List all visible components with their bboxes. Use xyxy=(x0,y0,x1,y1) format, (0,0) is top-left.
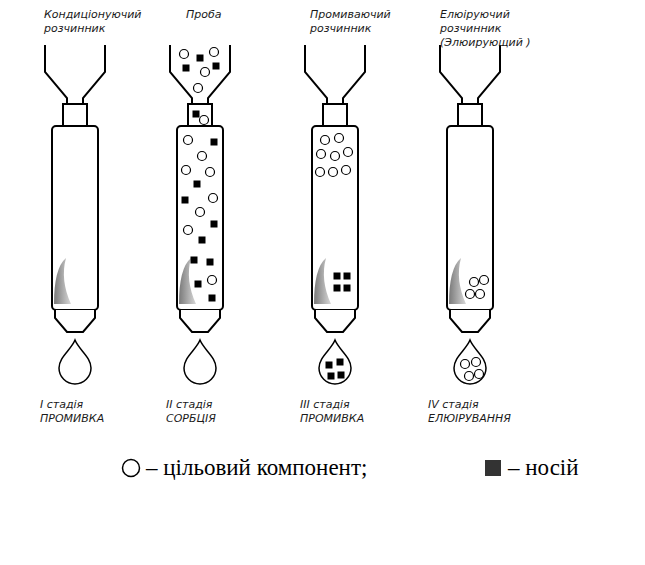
circle-symbol xyxy=(120,457,142,479)
legend-item: – цільовий компонент; xyxy=(120,455,367,481)
solvent-label: Кондиціонуючий розчинник xyxy=(44,8,144,36)
solvent-label: Елюіруючий розчинник (Элюирующий ) xyxy=(440,8,532,49)
cartridge-3 xyxy=(305,45,365,384)
stage-label: III стадія ПРОМИВКА xyxy=(300,398,380,426)
cartridge-1 xyxy=(45,45,105,384)
legend-text: – цільовий компонент; xyxy=(146,455,367,481)
stage-label: IV стадія ЕЛЮІРУВАННЯ xyxy=(428,398,528,426)
solvent-label: Проба xyxy=(186,8,266,22)
cartridge-2 xyxy=(170,45,230,384)
stage-label: I стадія ПРОМИВКА xyxy=(40,398,115,426)
square-symbol xyxy=(482,457,504,479)
legend-text: – носій xyxy=(508,455,579,481)
solvent-label: Промиваючий розчинник xyxy=(310,8,405,36)
cartridge-4 xyxy=(440,45,500,384)
stage-label: II стадія СОРБЦІЯ xyxy=(166,398,246,426)
legend-item: – носій xyxy=(482,455,579,481)
